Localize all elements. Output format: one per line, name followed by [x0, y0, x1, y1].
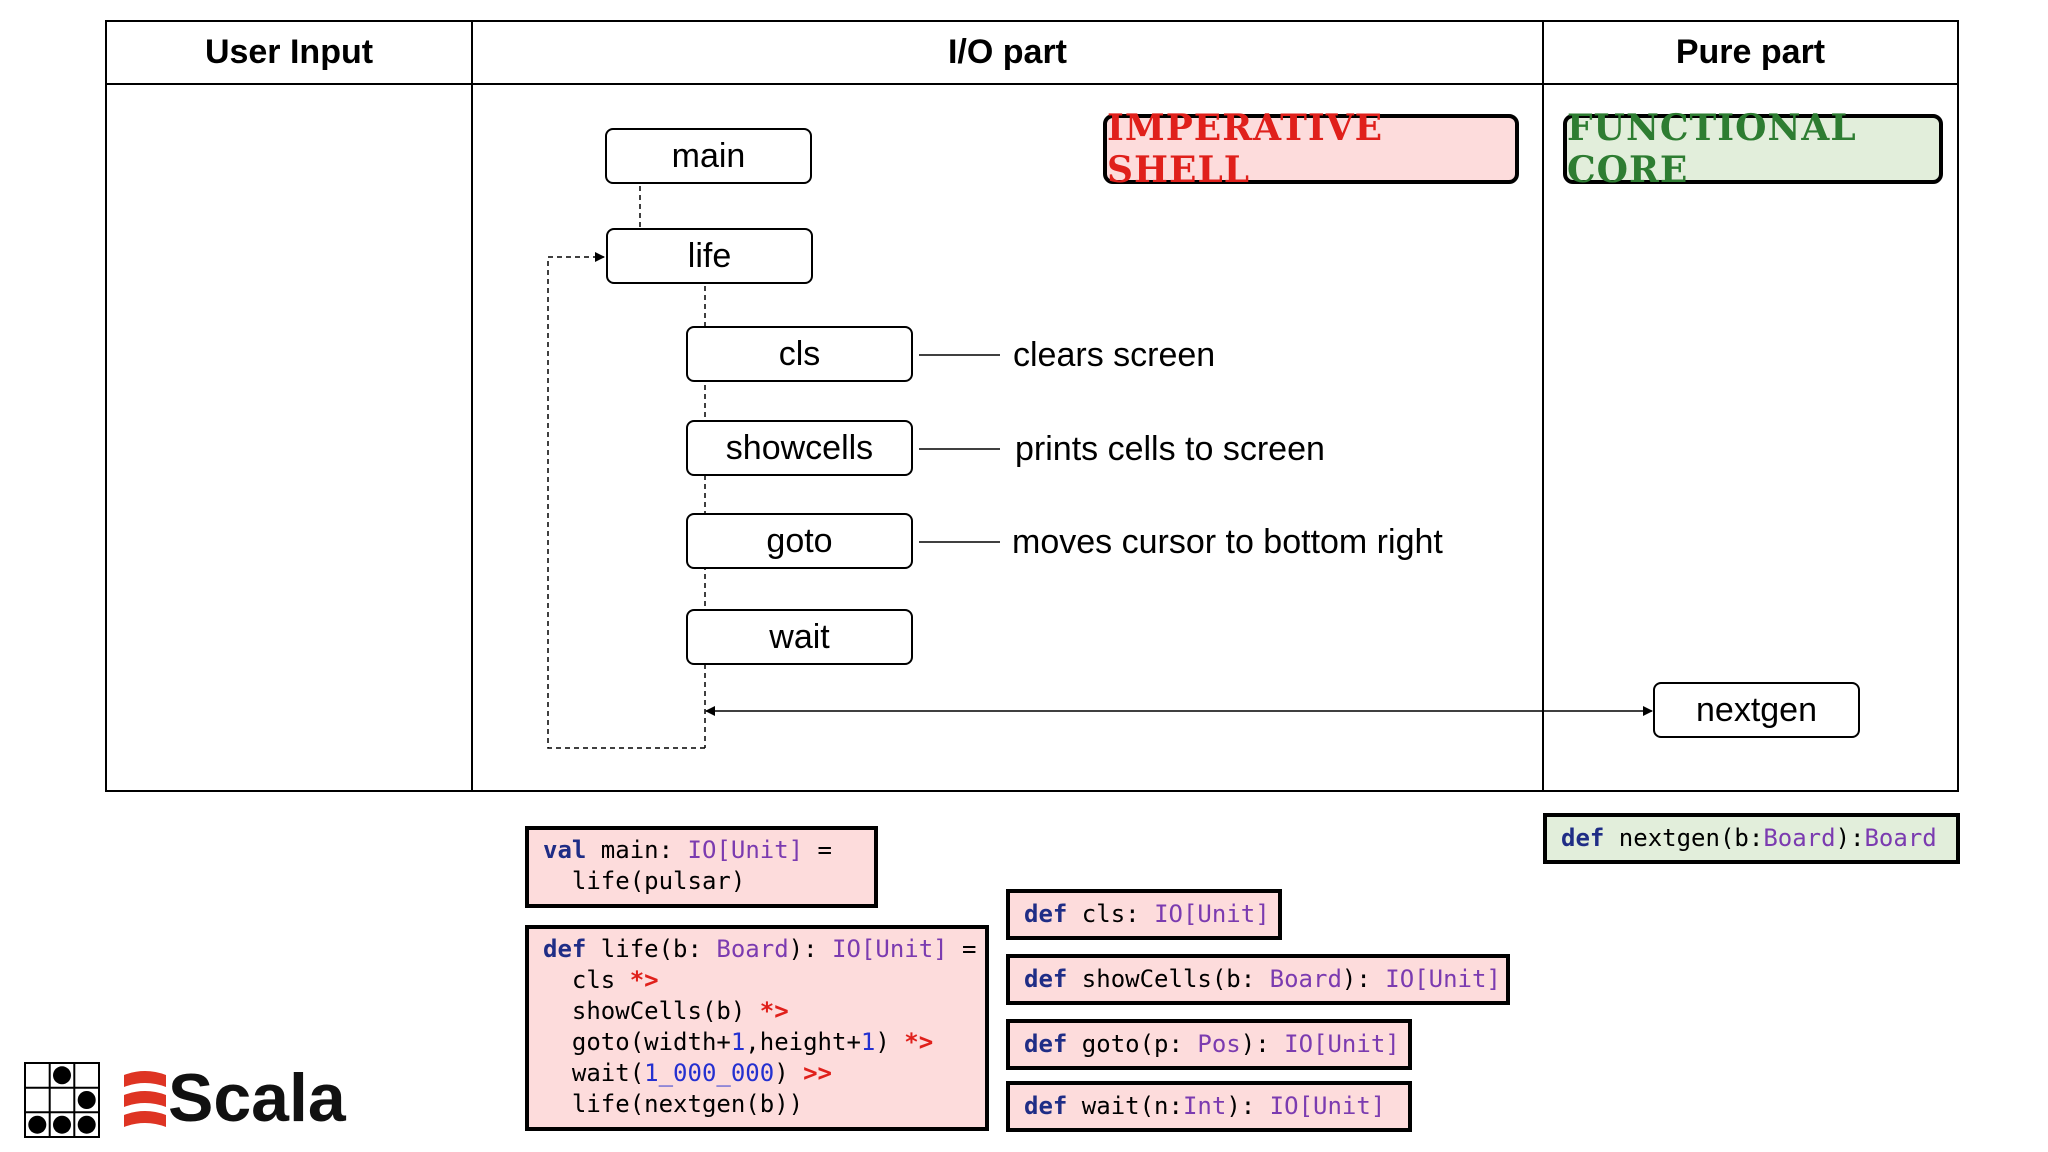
- header-user-input: User Input: [204, 33, 374, 71]
- code-main-keyword: val: [543, 836, 587, 864]
- node-life: life: [606, 228, 813, 284]
- scala-logo-icon: [124, 1071, 166, 1127]
- functional-core-banner: FUNCTIONAL CORE: [1563, 107, 1943, 191]
- code-cls: def cls: IO[Unit]: [1006, 889, 1282, 940]
- column-divider-2: [1542, 22, 1544, 790]
- code-showcells: def showCells(b: Board): IO[Unit]: [1006, 954, 1510, 1005]
- diagram-table: User Input I/O part Pure part: [105, 20, 1959, 792]
- node-main: main: [605, 128, 812, 184]
- node-wait: wait: [686, 609, 913, 665]
- code-main: val main: IO[Unit] = life(pulsar): [525, 826, 878, 908]
- header-io-part: I/O part: [947, 33, 1068, 71]
- note-showcells: prints cells to screen: [1015, 430, 1325, 468]
- code-goto: def goto(p: Pos): IO[Unit]: [1006, 1019, 1412, 1070]
- column-divider-1: [471, 22, 473, 790]
- node-nextgen: nextgen: [1653, 682, 1860, 738]
- note-goto: moves cursor to bottom right: [1012, 523, 1443, 561]
- header-pure-part: Pure part: [1675, 33, 1826, 71]
- node-goto: goto: [686, 513, 913, 569]
- header-divider: [107, 83, 1957, 85]
- note-cls: clears screen: [1013, 336, 1216, 374]
- code-life: def life(b: Board): IO[Unit] = cls *> sh…: [525, 925, 989, 1131]
- glider-icon: [24, 1062, 100, 1138]
- node-showcells: showcells: [686, 420, 913, 476]
- imperative-shell-banner: IMPERATIVE SHELL: [1103, 107, 1519, 191]
- loop-back-connector: [547, 252, 705, 749]
- scala-logo-text: Scala: [168, 1060, 346, 1136]
- code-nextgen: def nextgen(b:Board):Board: [1543, 813, 1960, 864]
- code-wait: def wait(n:Int): IO[Unit]: [1006, 1081, 1412, 1132]
- node-cls: cls: [686, 326, 913, 382]
